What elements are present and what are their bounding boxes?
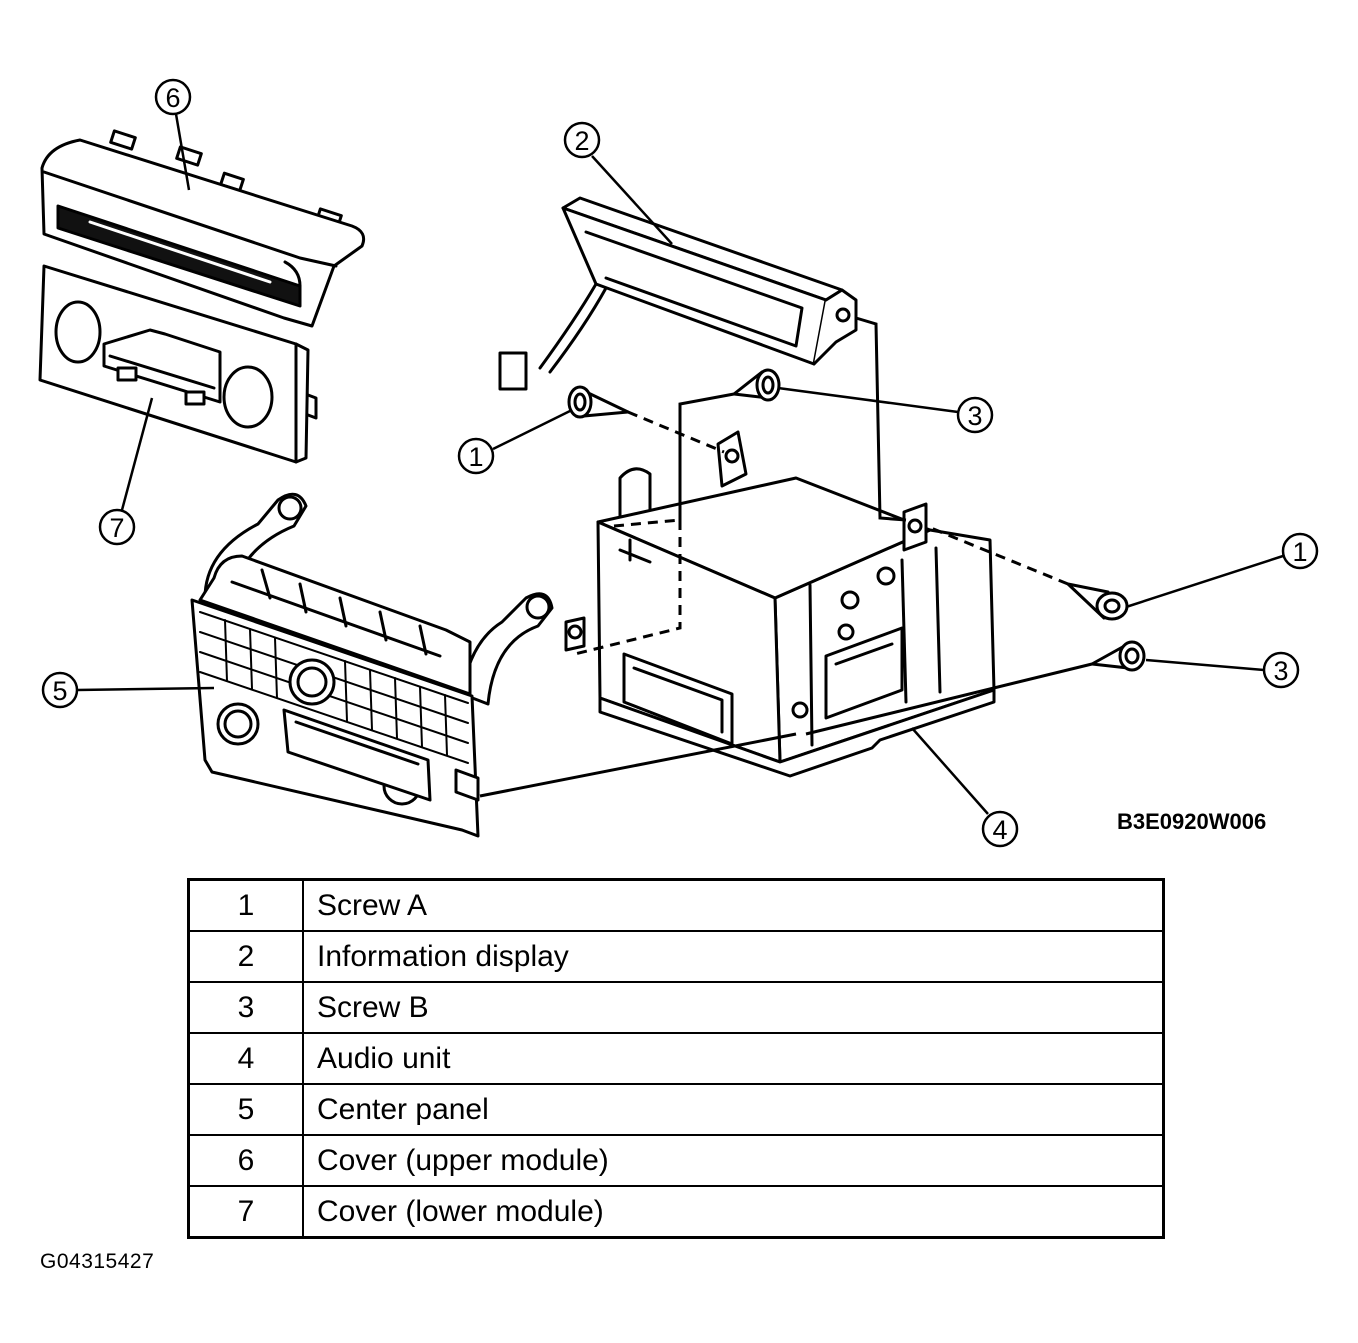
legend-label: Audio unit [302,1032,1165,1085]
callout-information-display: 2 [563,121,601,159]
legend-row: 7 Cover (lower module) [187,1185,1165,1239]
legend-label: Information display [302,930,1165,983]
legend-number: 4 [187,1032,304,1085]
callout-number: 4 [992,815,1007,845]
legend-row: 6 Cover (upper module) [187,1134,1165,1187]
screw-a-right [1066,582,1129,621]
callout-number: 5 [52,676,67,706]
legend-row: 5 Center panel [187,1083,1165,1136]
callout-number: 2 [574,126,589,156]
legend-label: Cover (lower module) [302,1185,1165,1239]
callout-number: 1 [468,442,483,472]
callout-cover-upper: 6 [154,78,192,116]
figure-code: B3E0920W006 [1117,809,1266,834]
legend-label: Screw B [302,981,1165,1034]
legend-label: Center panel [302,1083,1165,1136]
audio-unit [564,430,996,778]
legend-number: 3 [187,981,304,1034]
callout-screw-a-left: 1 [457,437,495,475]
screw-b-top [732,368,781,402]
legend-row: 2 Information display [187,930,1165,983]
callout-number: 3 [967,401,982,431]
legend-label: Screw A [302,878,1165,932]
information-display [498,196,858,391]
callout-number: 3 [1273,656,1288,686]
screw-a-left [567,385,630,419]
callout-number: 6 [165,83,180,113]
alignment-lines [479,316,1093,798]
legend-row: 4 Audio unit [187,1032,1165,1085]
document-code: G04315427 [40,1250,155,1273]
legend-number: 7 [187,1185,304,1239]
leader-lines [76,113,1284,815]
callout-screw-a-right: 1 [1281,532,1319,570]
cover-upper-module [40,129,366,328]
legend-number: 2 [187,930,304,983]
callout-audio-unit: 4 [981,810,1019,848]
callout-center-panel: 5 [41,671,79,709]
center-panel [190,492,554,838]
exploded-view-diagram: 6 2 3 1 7 1 3 5 4 B3E0920W006 [38,78,1319,848]
callout-number: 7 [109,513,124,543]
legend-row: 3 Screw B [187,981,1165,1034]
parts-legend-table: 1 Screw A 2 Information display 3 Screw … [187,878,1165,1239]
callout-cover-lower: 7 [98,508,136,546]
cover-lower-module [38,264,318,464]
callout-screw-b-right: 3 [1262,651,1300,689]
legend-number: 6 [187,1134,304,1187]
callout-screw-b-top: 3 [956,396,994,434]
legend-row: 1 Screw A [187,878,1165,932]
callout-number: 1 [1292,537,1307,567]
screw-b-right [1090,640,1146,672]
display-connector [498,351,528,391]
legend-number: 5 [187,1083,304,1136]
legend-label: Cover (upper module) [302,1134,1165,1187]
legend-number: 1 [187,878,304,932]
